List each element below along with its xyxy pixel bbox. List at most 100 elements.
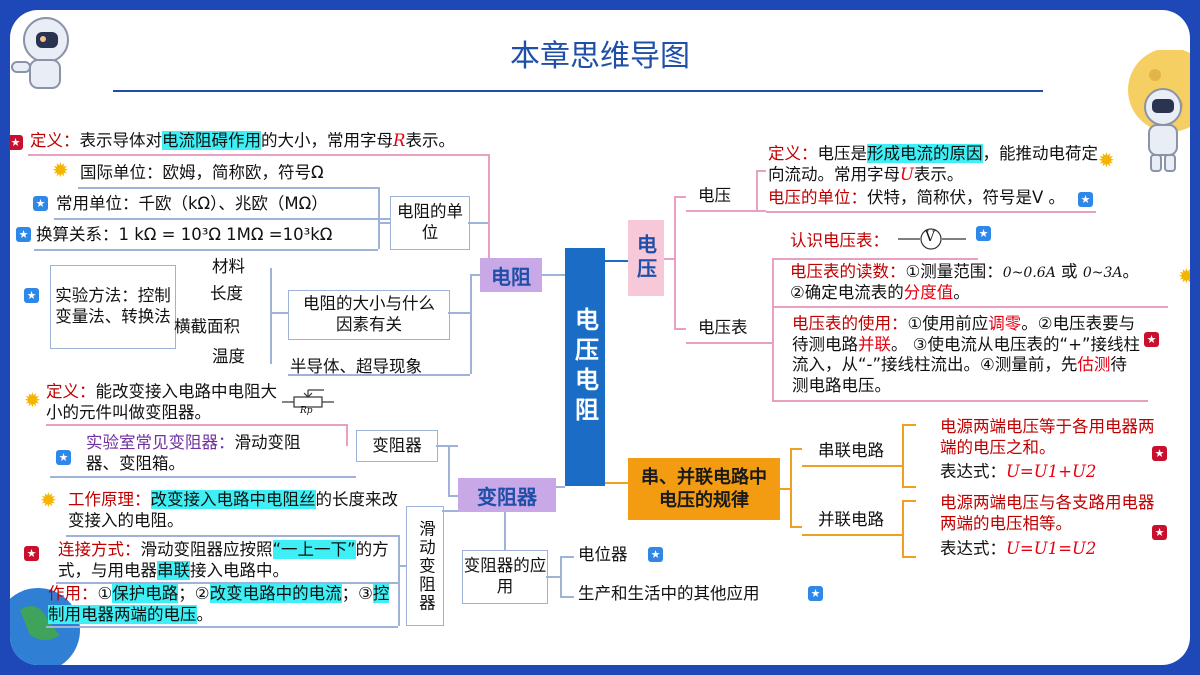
underline — [766, 211, 1096, 213]
connector — [664, 258, 674, 260]
parallel-rule: 电源两端电压与各支路用电器两端的电压相等。 — [940, 493, 1155, 533]
star-icon: ★ — [1152, 525, 1167, 540]
connector — [378, 187, 380, 249]
slide-rheostat-box: 滑动变阻器 — [406, 506, 444, 626]
underline — [772, 306, 1168, 308]
underline — [46, 626, 398, 628]
superconductor: 半导体、超导现象 — [290, 357, 422, 376]
star-icon: ★ — [10, 135, 23, 150]
method-box: 实验方法：控制变量法、转换法 — [50, 265, 176, 349]
si-unit: 国际单位：欧姆，简称欧，符号Ω — [80, 163, 324, 182]
astronaut-right-icon — [1135, 85, 1190, 175]
connector — [470, 274, 472, 374]
rheostat-definition: 定义：能改变接入电路中电阻大小的元件叫做变阻器。 — [46, 382, 277, 422]
connector — [790, 448, 802, 450]
connector — [902, 500, 904, 556]
series-rule: 电源两端电压等于各用电器两端的电压之和。 — [940, 417, 1155, 457]
conversion: 换算关系：1 kΩ = 10³Ω 1MΩ =10³kΩ — [36, 225, 333, 244]
star-icon: ★ — [16, 227, 31, 242]
factor-length: 长度 — [210, 284, 243, 303]
know-voltmeter: 认识电压表： — [790, 231, 889, 250]
connector — [448, 495, 458, 497]
underline — [56, 582, 398, 584]
voltmeter-symbol-icon: V — [898, 226, 968, 252]
connector — [560, 556, 574, 558]
parallel-formula: 表达式：U=U1=U2 — [940, 539, 1097, 558]
connector — [398, 565, 406, 567]
connector — [674, 196, 676, 328]
connector — [756, 210, 766, 212]
connector — [902, 556, 916, 558]
star-icon: ★ — [1152, 446, 1167, 461]
connector — [270, 268, 272, 364]
rheostat-node: 变阻器 — [458, 478, 556, 512]
connector — [605, 260, 628, 262]
connector — [780, 488, 790, 490]
underline — [772, 400, 1148, 402]
connector — [772, 260, 774, 400]
connector — [790, 526, 802, 528]
star-icon: ★ — [24, 546, 39, 561]
underline — [802, 465, 902, 467]
underline — [54, 218, 390, 220]
parallel-circuit-node: 并联电路 — [818, 510, 884, 529]
application-box: 变阻器的应用 — [462, 550, 548, 604]
connector — [546, 576, 560, 578]
connector — [270, 312, 288, 314]
factor-temperature: 温度 — [212, 347, 245, 366]
underline — [66, 535, 398, 537]
factors-box: 电阻的大小与什么因素有关 — [288, 290, 450, 340]
sun-icon: ✹ — [1178, 264, 1190, 288]
connector — [378, 222, 390, 224]
resistance-units-box: 电阻的单位 — [390, 196, 470, 250]
voltage-sub-node: 电压 — [698, 186, 731, 205]
astronaut-left-icon — [10, 10, 80, 100]
slide: 本章思维导图 电压电阻 电阻 ★ 定义：表示导体对电流阻碍作用的大小，常用字母R… — [10, 10, 1190, 665]
rheostat-box: 变阻器 — [356, 430, 438, 462]
connector — [436, 445, 458, 447]
working-principle: 工作原理：改变接入电路中电阻丝的长度来改变接入的电阻。 — [68, 490, 398, 530]
connector — [560, 596, 574, 598]
underline — [50, 476, 356, 478]
underline — [802, 534, 902, 536]
underline — [78, 187, 378, 189]
connector — [448, 312, 470, 314]
underline — [28, 154, 488, 156]
page-title: 本章思维导图 — [510, 39, 690, 74]
voltmeter-node: 电压表 — [698, 318, 748, 337]
resistance-node: 电阻 — [480, 258, 542, 292]
connector — [902, 486, 916, 488]
lab-rheostats: 实验室常见变阻器：滑动变阻器、变阻箱。 — [86, 433, 301, 473]
connector — [468, 222, 488, 224]
star-icon: ★ — [1144, 332, 1159, 347]
connector — [674, 196, 686, 198]
star-icon: ★ — [808, 586, 823, 601]
connector — [902, 424, 904, 486]
connector — [674, 328, 686, 330]
rheostat-symbol-icon: Rp — [282, 386, 334, 422]
connector — [756, 170, 758, 210]
connection-method: 连接方式：滑动变阻器应按照“一上一下”的方式，与用电器串联接入电路中。 — [58, 540, 389, 580]
application-potentiometer: 电位器 — [578, 545, 628, 564]
connector — [756, 170, 766, 172]
voltmeter-symbol-label: V — [925, 229, 936, 245]
sun-icon: ✹ — [40, 488, 57, 512]
connector — [442, 510, 458, 512]
connector — [790, 448, 792, 526]
voltmeter-reading: 电压表的读数：①测量范围：0~0.6A 或 0~3A。 ②确定电流表的分度值。 — [790, 262, 1139, 302]
resistance-definition: 定义：表示导体对电流阻碍作用的大小，常用字母R表示。 — [30, 131, 455, 150]
connector — [556, 486, 565, 488]
underline — [686, 342, 772, 344]
series-formula: 表达式：U=U1+U2 — [940, 462, 1097, 481]
title-underline — [113, 90, 1043, 92]
sun-icon: ✹ — [52, 158, 69, 182]
rheostat-symbol-label: Rp — [300, 406, 313, 416]
connector — [560, 556, 562, 596]
connector — [902, 424, 916, 426]
star-icon: ★ — [976, 226, 991, 241]
rheostat-effect: 作用：①保护电路；②改变电路中的电流；③控制用电器两端的电压。 — [48, 584, 390, 624]
star-icon: ★ — [24, 288, 39, 303]
underline — [34, 249, 378, 251]
center-node: 电压电阻 — [565, 248, 605, 486]
sun-icon: ✹ — [24, 388, 41, 412]
